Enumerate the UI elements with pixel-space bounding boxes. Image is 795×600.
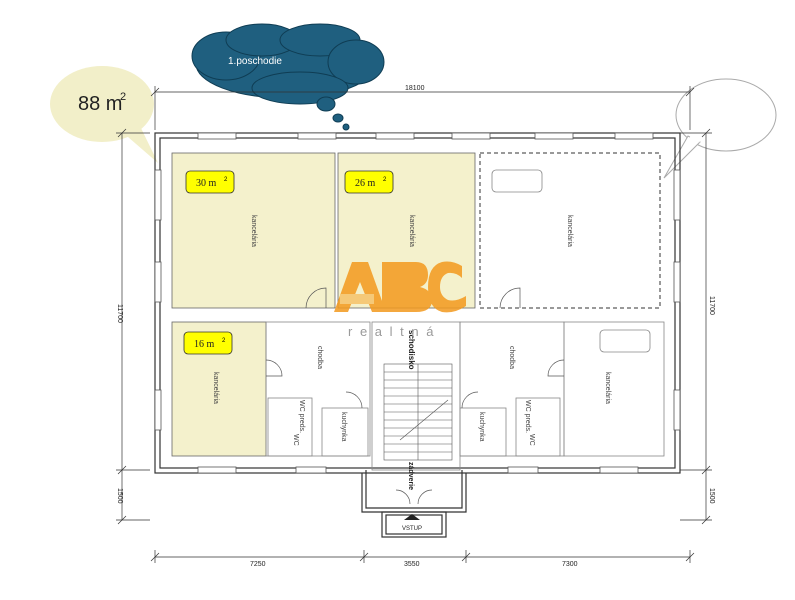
floor-label: 1.poschodie	[228, 56, 282, 67]
total-area-sup: 2	[120, 91, 126, 103]
building-walls	[154, 132, 681, 538]
dim-left-label: 11700	[116, 304, 123, 323]
room-label-wcpreds-l: WC preds.	[298, 400, 305, 433]
room-label-wc-l: WC	[292, 434, 299, 446]
dim-right-label: 11700	[708, 296, 715, 315]
dim-top-label: 18100	[405, 85, 425, 92]
dim-right	[680, 128, 712, 525]
room-label-r6: kancelária	[604, 372, 611, 404]
room-label-r3: kancelária	[566, 215, 573, 247]
dim-left	[116, 128, 150, 525]
area-tag-r2: 26 m	[355, 178, 376, 189]
stairs	[383, 363, 453, 461]
windows	[154, 132, 681, 474]
entrance-arrow-icon	[404, 514, 420, 520]
room-outlines	[265, 169, 665, 471]
room-label-kuch-l: kuchynka	[340, 412, 347, 442]
room-label-kuch-r: kuchynka	[478, 412, 485, 442]
area-tags	[183, 170, 394, 355]
dim-bottom-mid: 3550	[404, 561, 420, 568]
area-bubble: 88 m 2	[50, 66, 158, 163]
area-tag-r4-sup: 2	[222, 338, 226, 344]
dim-left-lower-label: 1500	[116, 488, 123, 504]
area-tag-r2-sup: 2	[383, 177, 387, 183]
room-label-schodisko: schodisko	[407, 330, 416, 370]
room-label-r4: kancelária	[212, 372, 219, 404]
room-label-chodba-r: chodba	[508, 346, 515, 369]
room-label-r2: kancelária	[408, 215, 415, 247]
room-label-wcpreds-r: WC preds.	[524, 400, 531, 433]
empty-bubble	[663, 78, 777, 179]
dim-top	[150, 86, 695, 130]
room-label-wc-r: WC	[528, 434, 535, 446]
area-tag-r1-sup: 2	[224, 177, 228, 183]
room-label-r1: kancelária	[250, 215, 257, 247]
dim-bottom	[150, 550, 695, 563]
room-label-zadverie: zádverie	[407, 462, 414, 490]
doors	[265, 287, 565, 505]
floor-cloud	[191, 23, 385, 131]
dim-bottom-right: 7300	[562, 561, 578, 568]
area-tag-r1: 30 m	[196, 178, 217, 189]
room-label-chodba-l: chodba	[316, 346, 323, 369]
dim-bottom-left: 7250	[250, 561, 266, 568]
logo-subtitle: r e a l t n á	[348, 324, 435, 339]
abc-logo	[334, 261, 466, 313]
dim-right-lower-label: 1500	[708, 488, 715, 504]
area-tag-r4: 16 m	[194, 339, 215, 350]
total-area: 88 m	[78, 93, 122, 115]
entrance-label: VSTUP	[402, 526, 422, 532]
